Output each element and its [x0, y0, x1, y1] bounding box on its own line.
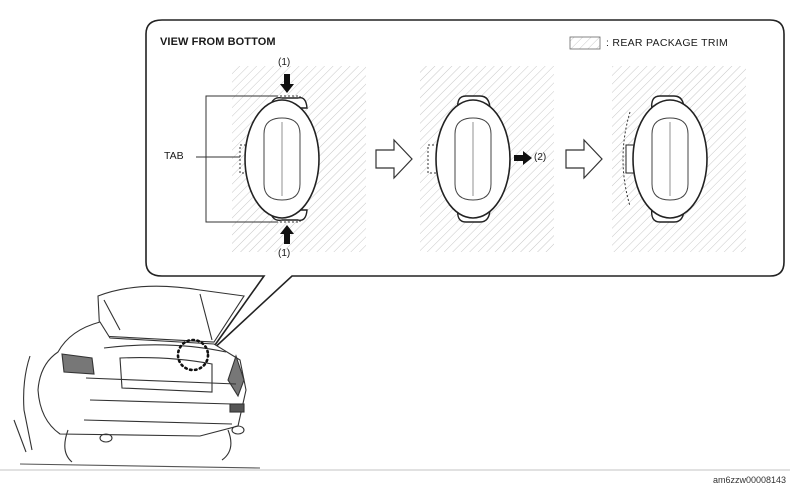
step-1-bottom-label: (1)	[278, 248, 291, 259]
push-arrow-bottom	[280, 225, 294, 244]
legend-label: : REAR PACKAGE TRIM	[606, 37, 728, 49]
cover-step3	[622, 95, 708, 223]
step-2-label: (2)	[534, 152, 547, 163]
tab-bracket	[205, 95, 276, 223]
step-1-top-label: (1)	[278, 57, 291, 68]
push-arrow-top	[280, 74, 294, 93]
diagram-title: VIEW FROM BOTTOM	[160, 36, 276, 48]
tab-label: TAB	[164, 150, 184, 162]
location-marker	[176, 338, 210, 372]
sequence-arrow-2	[565, 138, 603, 180]
sequence-arrow-1	[375, 138, 413, 180]
legend-swatch	[569, 36, 601, 50]
cover-step2	[427, 95, 511, 223]
car-illustration	[13, 285, 261, 469]
slide-arrow-right	[514, 151, 532, 165]
cover-step1	[239, 95, 320, 223]
figure-code: am6zzw00008143	[712, 475, 786, 485]
